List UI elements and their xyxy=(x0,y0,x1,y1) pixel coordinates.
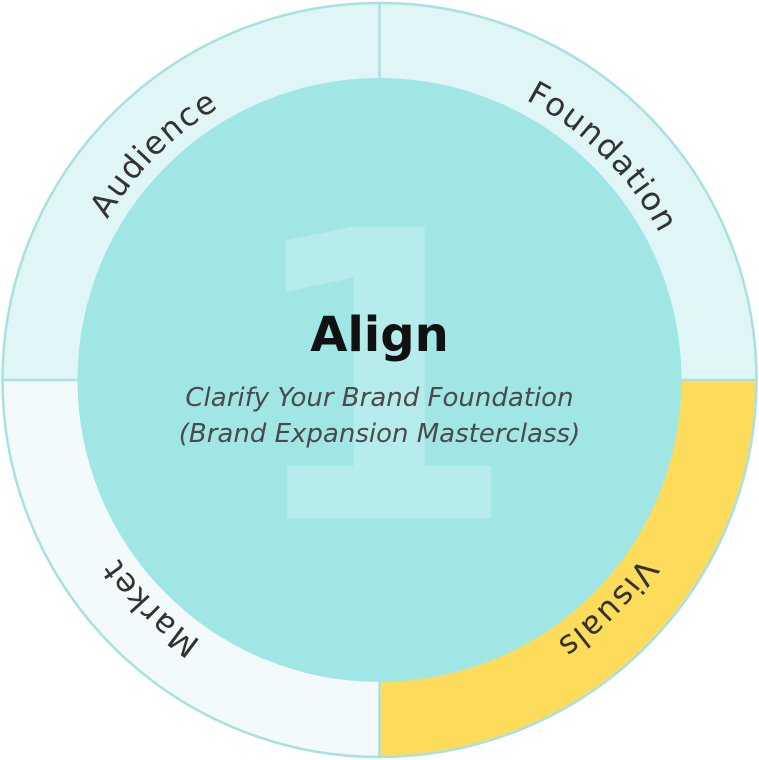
step-number: 1 xyxy=(240,148,518,613)
center-subtitle-line1: Clarify Your Brand Foundation xyxy=(185,383,573,413)
center-title: Align xyxy=(310,307,449,363)
center-subtitle-line2: (Brand Expansion Masterclass) xyxy=(179,419,580,449)
inner-circle xyxy=(77,78,682,682)
